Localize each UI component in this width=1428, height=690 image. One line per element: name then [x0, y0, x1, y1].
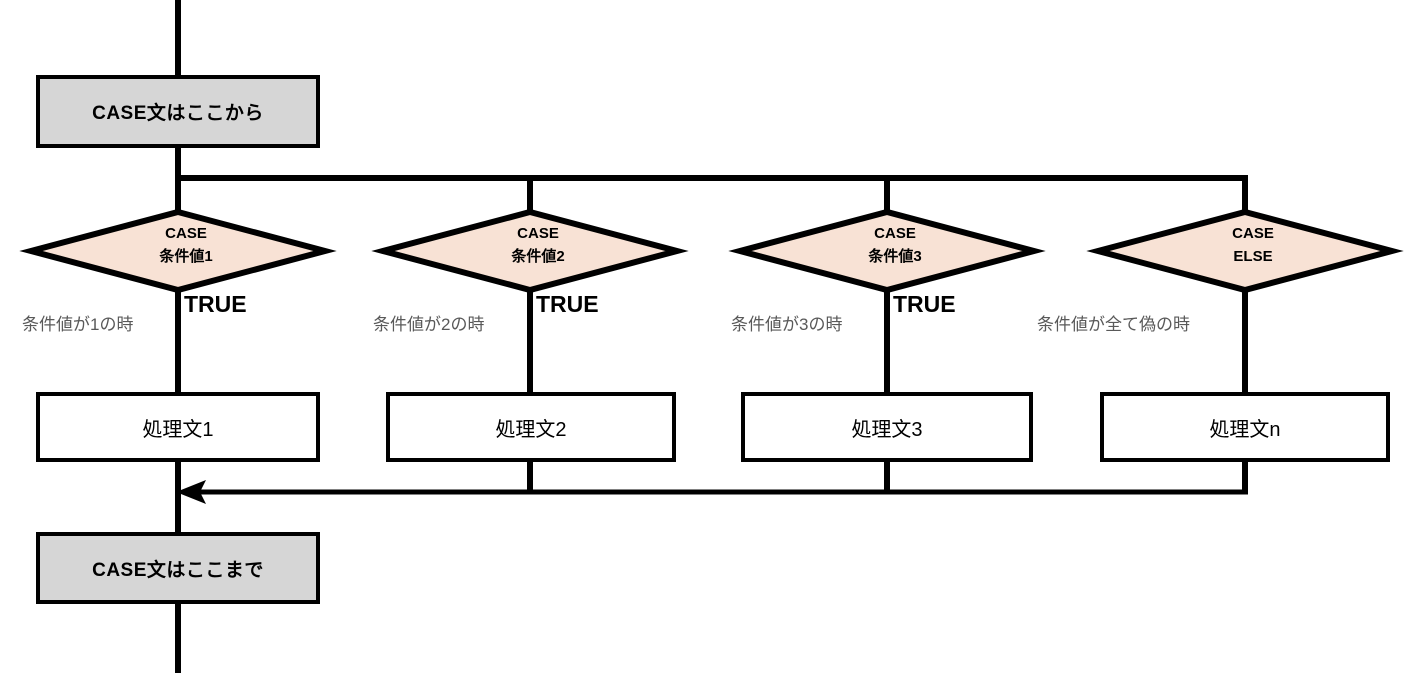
process-box-4: 処理文n	[1100, 392, 1390, 462]
true-label-branch-2: TRUE	[536, 291, 599, 317]
end-terminator-label: CASE文はここまで	[92, 559, 264, 581]
process-box-3-label: 処理文3	[851, 418, 923, 441]
process-box-3: 処理文3	[741, 392, 1033, 462]
merge-arrowhead-icon	[176, 480, 206, 504]
process-box-4-label: 処理文n	[1209, 418, 1281, 441]
decision-diamond-2	[371, 208, 689, 294]
decision-diamond-4	[1086, 208, 1404, 294]
process-box-2-label: 処理文2	[495, 418, 567, 441]
condition-caption-2: 条件値が2の時	[373, 315, 485, 334]
start-terminator-box: CASE文はここから	[36, 75, 320, 148]
process-box-1-label: 処理文1	[142, 418, 214, 441]
end-terminator-box: CASE文はここまで	[36, 532, 320, 604]
true-label-branch-1: TRUE	[184, 291, 247, 317]
process-box-1: 処理文1	[36, 392, 320, 462]
start-terminator-label: CASE文はここから	[92, 103, 264, 124]
condition-caption-1: 条件値が1の時	[22, 315, 134, 334]
process-box-2: 処理文2	[386, 392, 676, 462]
condition-caption-3: 条件値が3の時	[731, 315, 843, 334]
decision-diamond-1	[19, 208, 337, 294]
decision-diamond-3	[728, 208, 1046, 294]
condition-caption-4: 条件値が全て偽の時	[1037, 315, 1190, 334]
true-label-branch-3: TRUE	[893, 291, 956, 317]
